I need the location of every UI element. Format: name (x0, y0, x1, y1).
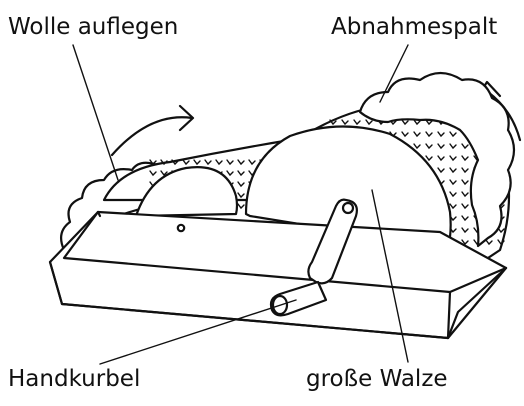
label-wolle-auflegen: Wolle auflegen (8, 16, 178, 39)
rotation-arrow-small-drum (112, 106, 193, 155)
machine-box (50, 212, 506, 338)
label-handkurbel: Handkurbel (8, 368, 140, 391)
label-abnahmespalt: Abnahmespalt (331, 16, 497, 39)
label-grosse-walze: große Walze (306, 368, 448, 391)
